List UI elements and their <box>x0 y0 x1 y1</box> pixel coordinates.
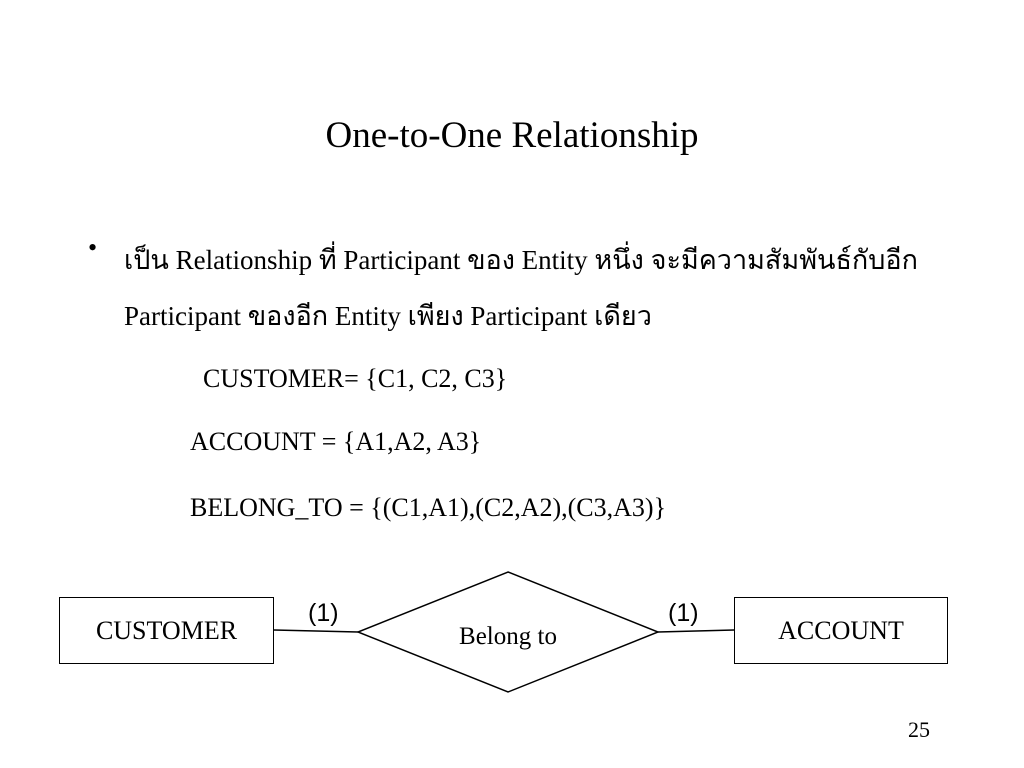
cardinality-right: (1) <box>668 599 699 627</box>
connector-right <box>657 629 735 633</box>
bullet-text: เป็น Relationship ที่ Participant ของ En… <box>124 245 918 331</box>
account-set-definition: ACCOUNT = {A1,A2, A3} <box>190 427 482 456</box>
entity-account-label: ACCOUNT <box>778 615 904 645</box>
page-number: 25 <box>908 717 930 742</box>
entity-customer: CUSTOMER <box>59 597 274 664</box>
connector-left <box>273 629 359 633</box>
bullet-marker: • <box>88 233 98 262</box>
slide-title: One-to-One Relationship <box>325 115 699 156</box>
entity-customer-label: CUSTOMER <box>95 615 238 645</box>
customer-set-definition: CUSTOMER= {C1, C2, C3} <box>203 364 508 393</box>
belong-to-set-definition: BELONG_TO = {(C1,A1),(C2,A2),(C3,A3)} <box>190 493 667 522</box>
cardinality-left: (1) <box>308 599 339 627</box>
relationship-label: Belong to <box>459 623 557 650</box>
relationship-diamond <box>355 571 661 693</box>
entity-account: ACCOUNT <box>734 597 948 664</box>
